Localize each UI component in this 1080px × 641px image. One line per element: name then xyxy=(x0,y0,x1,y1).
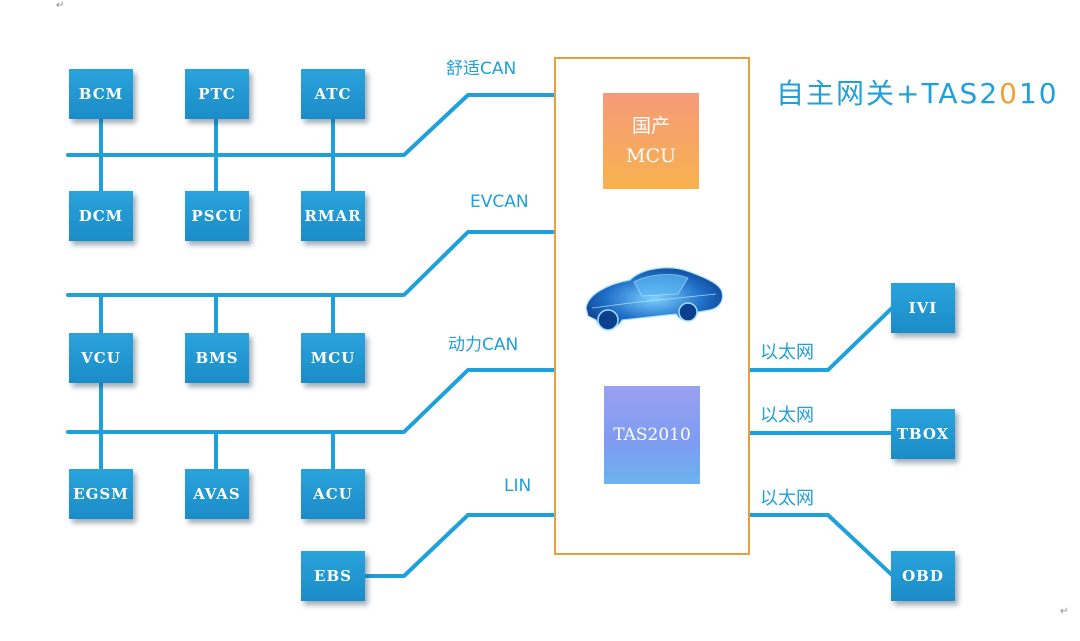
eth-obd-wire xyxy=(748,513,895,578)
ecu-mcu: MCU xyxy=(301,333,365,383)
title-highlight: 0 xyxy=(999,77,1019,110)
ecu-dcm: DCM xyxy=(69,191,133,241)
mcu-chip-line1: 国产 xyxy=(631,115,670,137)
ecu-ivi: IVI xyxy=(891,283,955,333)
ecu-acu: ACU xyxy=(301,469,365,519)
ecu-egsm: EGSM xyxy=(69,469,133,519)
ecu-obd: OBD xyxy=(891,551,955,601)
tas-chip-label: TAS2010 xyxy=(613,425,691,445)
bus-label-lin: LIN xyxy=(504,476,532,496)
eth-label-obd: 以太网 xyxy=(760,488,814,509)
bus-label-ev-can: EVCAN xyxy=(470,192,529,212)
ev-can-wire xyxy=(66,230,556,297)
ecu-vcu: VCU xyxy=(69,333,133,383)
domestic-mcu-chip: 国产 MCU xyxy=(603,93,699,189)
ecu-avas: AVAS xyxy=(185,469,249,519)
ecu-ebs: EBS xyxy=(301,551,365,601)
car-illustration xyxy=(585,267,724,331)
eth-label-ivi: 以太网 xyxy=(760,342,814,363)
paragraph-mark: ↵ xyxy=(1060,606,1069,617)
paragraph-mark: ↵ xyxy=(56,0,65,11)
eth-ivi-wire xyxy=(748,305,895,372)
comfort-can-wire xyxy=(66,93,556,157)
tas2010-chip: TAS2010 xyxy=(604,386,700,484)
ecu-bcm: BCM xyxy=(69,69,133,119)
ecu-rmar: RMAR xyxy=(301,191,365,241)
power-can-wire xyxy=(66,368,556,434)
bus-label-power-can: 动力CAN xyxy=(448,335,519,355)
title-suffix: 10 xyxy=(1018,77,1059,110)
title-prefix: 自主网关+TAS2 xyxy=(776,77,1000,110)
lin-wire xyxy=(364,513,556,578)
eth-label-tbox: 以太网 xyxy=(760,405,814,426)
mcu-chip-line2: MCU xyxy=(625,145,676,167)
ecu-ptc: PTC xyxy=(185,69,249,119)
ecu-bms: BMS xyxy=(185,333,249,383)
ecu-tbox: TBOX xyxy=(891,409,955,459)
bus-label-comfort-can: 舒适CAN xyxy=(446,59,517,79)
diagram-title: 自主网关+TAS2010 xyxy=(776,72,1059,112)
ecu-atc: ATC xyxy=(301,69,365,119)
ecu-pscu: PSCU xyxy=(185,191,249,241)
